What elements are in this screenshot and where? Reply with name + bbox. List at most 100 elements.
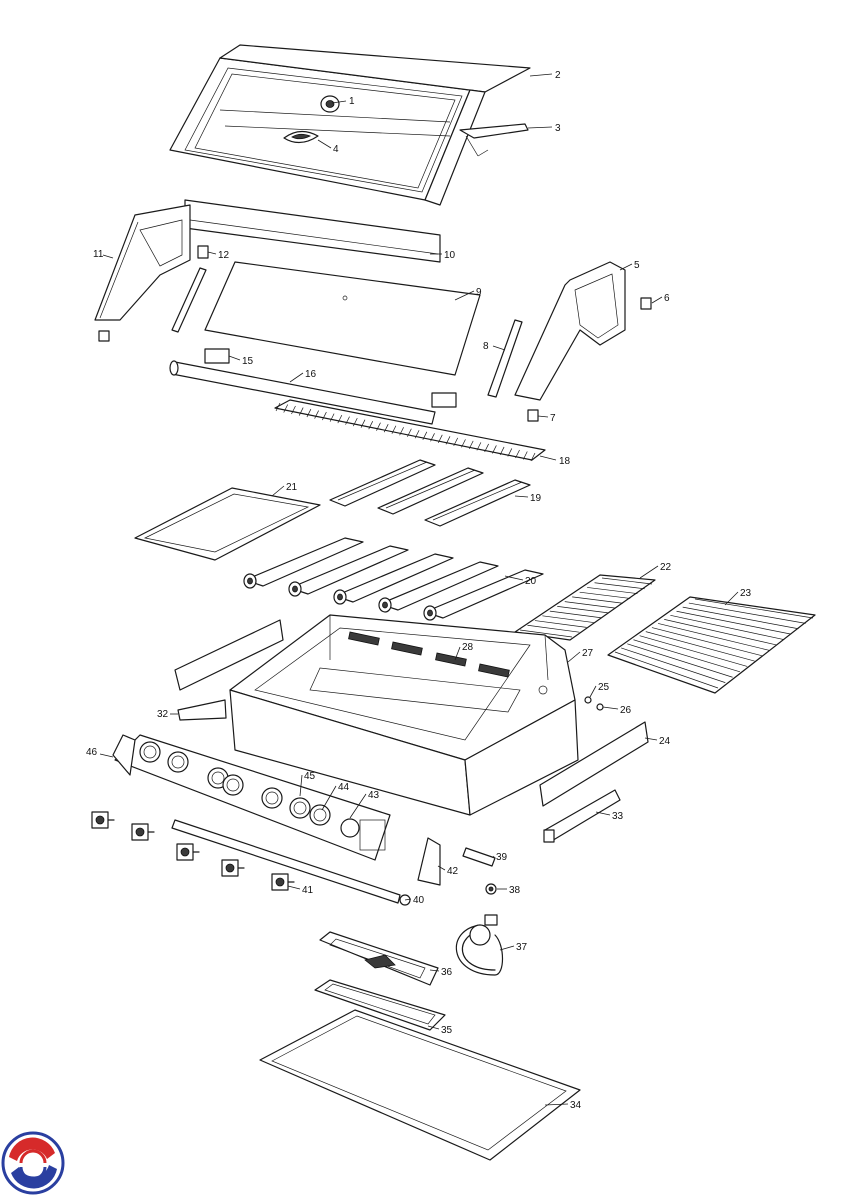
firebox-body-part [229, 614, 579, 816]
clip-7-part [527, 409, 539, 422]
cooking-grid-small-part [514, 574, 656, 641]
callout-label: 41 [302, 885, 314, 896]
flame-tamer-piece [377, 467, 484, 515]
clip-left-part [98, 330, 110, 342]
callout-leader [567, 651, 581, 663]
callout-label: 34 [570, 1100, 582, 1111]
callout-label: 39 [496, 852, 508, 863]
screw-25-part [584, 696, 592, 704]
callout-leader [539, 455, 557, 461]
callout-leader [437, 865, 446, 871]
heat-baffle-part [348, 631, 510, 678]
callout-label: 28 [462, 642, 474, 653]
hood-part [169, 44, 531, 206]
nut-38-part [485, 883, 497, 895]
callout-leader [589, 685, 597, 698]
clip-12-part [197, 245, 209, 259]
baffle-slot [348, 631, 380, 646]
callout-leader [492, 855, 495, 859]
callout-leader [207, 251, 217, 255]
callout-leader [331, 100, 347, 104]
callout-leader [602, 706, 619, 710]
burner-tube [424, 569, 544, 619]
baffle-slot [435, 652, 467, 667]
callout-leader [299, 774, 303, 797]
knob [261, 787, 283, 809]
callout-label: 35 [441, 1025, 453, 1036]
burner-tube [334, 553, 454, 603]
cooking-grid-large-part [607, 596, 816, 694]
valve [91, 811, 115, 829]
callout-leader [228, 355, 241, 361]
callout-label: 8 [483, 341, 489, 352]
side-tray-part [134, 487, 321, 561]
callout-label: 10 [444, 250, 456, 261]
callout-leader [404, 898, 412, 901]
brand-logo [1, 1131, 65, 1195]
callout-label: 45 [304, 771, 316, 782]
callout-label: 33 [612, 811, 624, 822]
crossbar-tube-part [169, 360, 436, 425]
knob [139, 741, 161, 763]
callout-label: 5 [634, 260, 640, 271]
callout-label: 24 [659, 736, 671, 747]
callout-label: 21 [286, 482, 298, 493]
igniter-39-part [462, 847, 496, 867]
burner-tube [289, 545, 409, 595]
baffle-slot [478, 663, 510, 678]
logo-badge-part [283, 130, 319, 144]
callout-leader [289, 372, 304, 383]
baffle-slot [391, 641, 423, 656]
callout-leader [271, 485, 285, 497]
callout-label: 37 [516, 942, 528, 953]
callout-leader [99, 753, 114, 758]
clip-6-part [640, 297, 652, 310]
warming-rack-part [459, 123, 529, 157]
callout-label: 18 [559, 456, 571, 467]
callout-label: 42 [447, 866, 459, 877]
knob [222, 774, 244, 796]
callout-label: 26 [620, 705, 632, 716]
callout-label: 7 [550, 413, 556, 424]
bracket-33-part [543, 789, 621, 843]
callout-leader [287, 885, 301, 890]
callout-leader [504, 575, 524, 581]
screw-26-part [596, 703, 604, 711]
callout-leader [595, 811, 611, 816]
callout-label: 9 [476, 287, 482, 298]
callout-label: 38 [509, 885, 521, 896]
knob [289, 797, 311, 819]
burner-tube [379, 561, 499, 611]
grease-tray-part [314, 979, 446, 1031]
callout-leader [544, 1103, 569, 1106]
valve [131, 823, 155, 841]
callout-leader [499, 945, 515, 951]
callout-label: 16 [305, 369, 317, 380]
control-knob-part [139, 741, 331, 826]
valve [176, 843, 200, 861]
callout-label: 19 [530, 493, 542, 504]
callout-leader [429, 969, 440, 972]
callout-label: 44 [338, 782, 350, 793]
flame-tamer-piece [424, 479, 531, 527]
callout-leader [454, 290, 475, 301]
support-rod-left-part [171, 267, 207, 333]
callout-label: 40 [413, 895, 425, 906]
callout-leader [651, 296, 663, 304]
callout-label: 15 [242, 356, 254, 367]
valve [271, 873, 295, 891]
callout-label: 12 [218, 250, 230, 261]
side-rail-24-part [539, 721, 649, 807]
callout-leader [644, 737, 658, 741]
bracket-block-part [204, 348, 457, 408]
callout-label: 25 [598, 682, 610, 693]
callout-leader [527, 126, 553, 129]
callout-label: 27 [582, 648, 594, 659]
callout-label: 23 [740, 588, 752, 599]
drip-tray-part [319, 931, 439, 986]
callout-label: 46 [86, 747, 98, 758]
callout-label: 6 [664, 293, 670, 304]
burner-tube [244, 537, 364, 587]
callout-leader [492, 345, 506, 351]
